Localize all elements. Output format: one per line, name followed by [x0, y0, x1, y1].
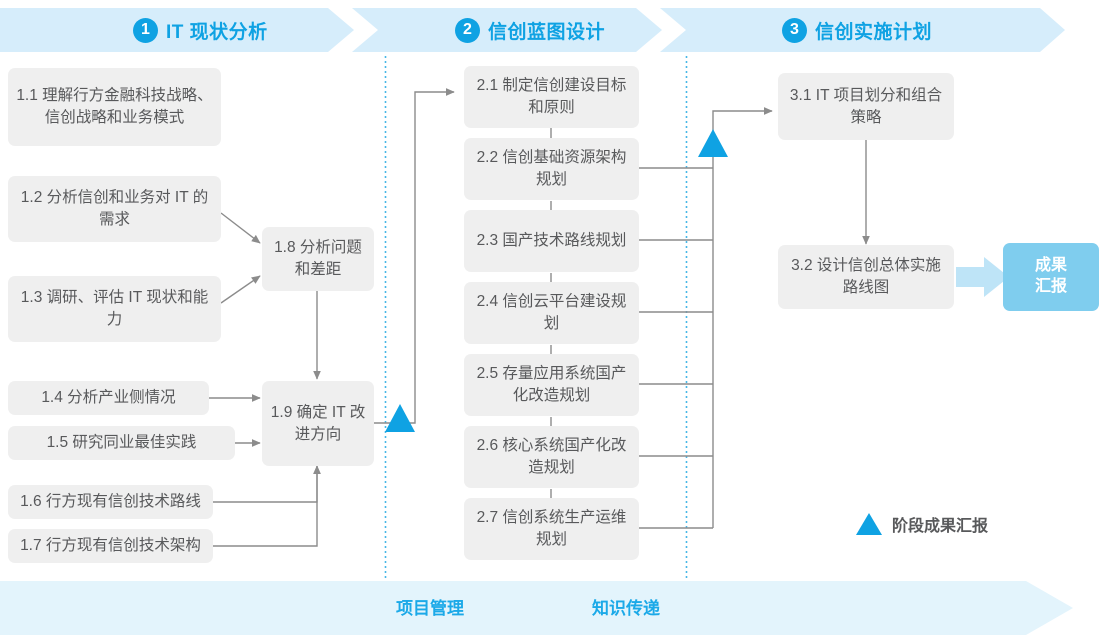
- phase-label-2: 信创蓝图设计: [488, 21, 606, 43]
- phase-number-2: 2: [455, 17, 480, 43]
- outcome-badge-label: 成果汇报: [1034, 257, 1067, 295]
- task-box-2-5[interactable]: 2.5 存量应用系统国产化改造规划: [464, 354, 639, 416]
- task-box-3-2[interactable]: 3.2 设计信创总体实施路线图: [778, 245, 954, 309]
- task-box-2-4[interactable]: 2.4 信创云平台建设规划: [464, 282, 639, 344]
- task-box-1-4[interactable]: 1.4 分析产业侧情况: [8, 381, 209, 415]
- task-box-1-2[interactable]: 1.2 分析信创和业务对 IT 的需求: [8, 176, 221, 242]
- task-box-1-9[interactable]: 1.9 确定 IT 改进方向: [262, 381, 374, 466]
- task-box-1-8[interactable]: 1.8 分析问题和差距: [262, 227, 374, 291]
- phase-title-1: 1 IT 现状分析: [133, 13, 268, 47]
- task-box-2-2[interactable]: 2.2 信创基础资源架构规划: [464, 138, 639, 200]
- footer-lane-knowledge-transfer: 知识传递: [592, 599, 660, 618]
- task-box-3-1[interactable]: 3.1 IT 项目划分和组合策略: [778, 73, 954, 140]
- task-box-1-7[interactable]: 1.7 行方现有信创技术架构: [8, 529, 213, 563]
- milestone-triangle-phase1: [385, 404, 415, 432]
- task-box-1-1[interactable]: 1.1 理解行方金融科技战略、信创战略和业务模式: [8, 68, 221, 146]
- phase-label-1: IT 现状分析: [166, 21, 268, 43]
- phase-number-3: 3: [782, 17, 807, 43]
- legend-label: 阶段成果汇报: [892, 518, 989, 535]
- footer-lane-project-management: 项目管理: [396, 599, 464, 618]
- triangle-icon: [856, 513, 882, 535]
- footer-band: [0, 581, 1073, 635]
- task-box-2-3[interactable]: 2.3 国产技术路线规划: [464, 210, 639, 272]
- phase-number-1: 1: [133, 17, 158, 43]
- milestone-triangle-phase2: [698, 129, 728, 157]
- task-box-1-3[interactable]: 1.3 调研、评估 IT 现状和能力: [8, 276, 221, 342]
- phase-title-3: 3 信创实施计划: [782, 13, 932, 47]
- phase-title-2: 2 信创蓝图设计: [455, 13, 605, 47]
- task-box-2-6[interactable]: 2.6 核心系统国产化改造规划: [464, 426, 639, 488]
- task-box-1-6[interactable]: 1.6 行方现有信创技术路线: [8, 485, 213, 519]
- phase-label-3: 信创实施计划: [815, 21, 933, 43]
- outcome-badge[interactable]: 成果汇报: [1003, 243, 1099, 311]
- task-box-2-7[interactable]: 2.7 信创系统生产运维规划: [464, 498, 639, 560]
- task-box-2-1[interactable]: 2.1 制定信创建设目标和原则: [464, 66, 639, 128]
- legend: 阶段成果汇报: [856, 512, 988, 536]
- task-box-1-5[interactable]: 1.5 研究同业最佳实践: [8, 426, 235, 460]
